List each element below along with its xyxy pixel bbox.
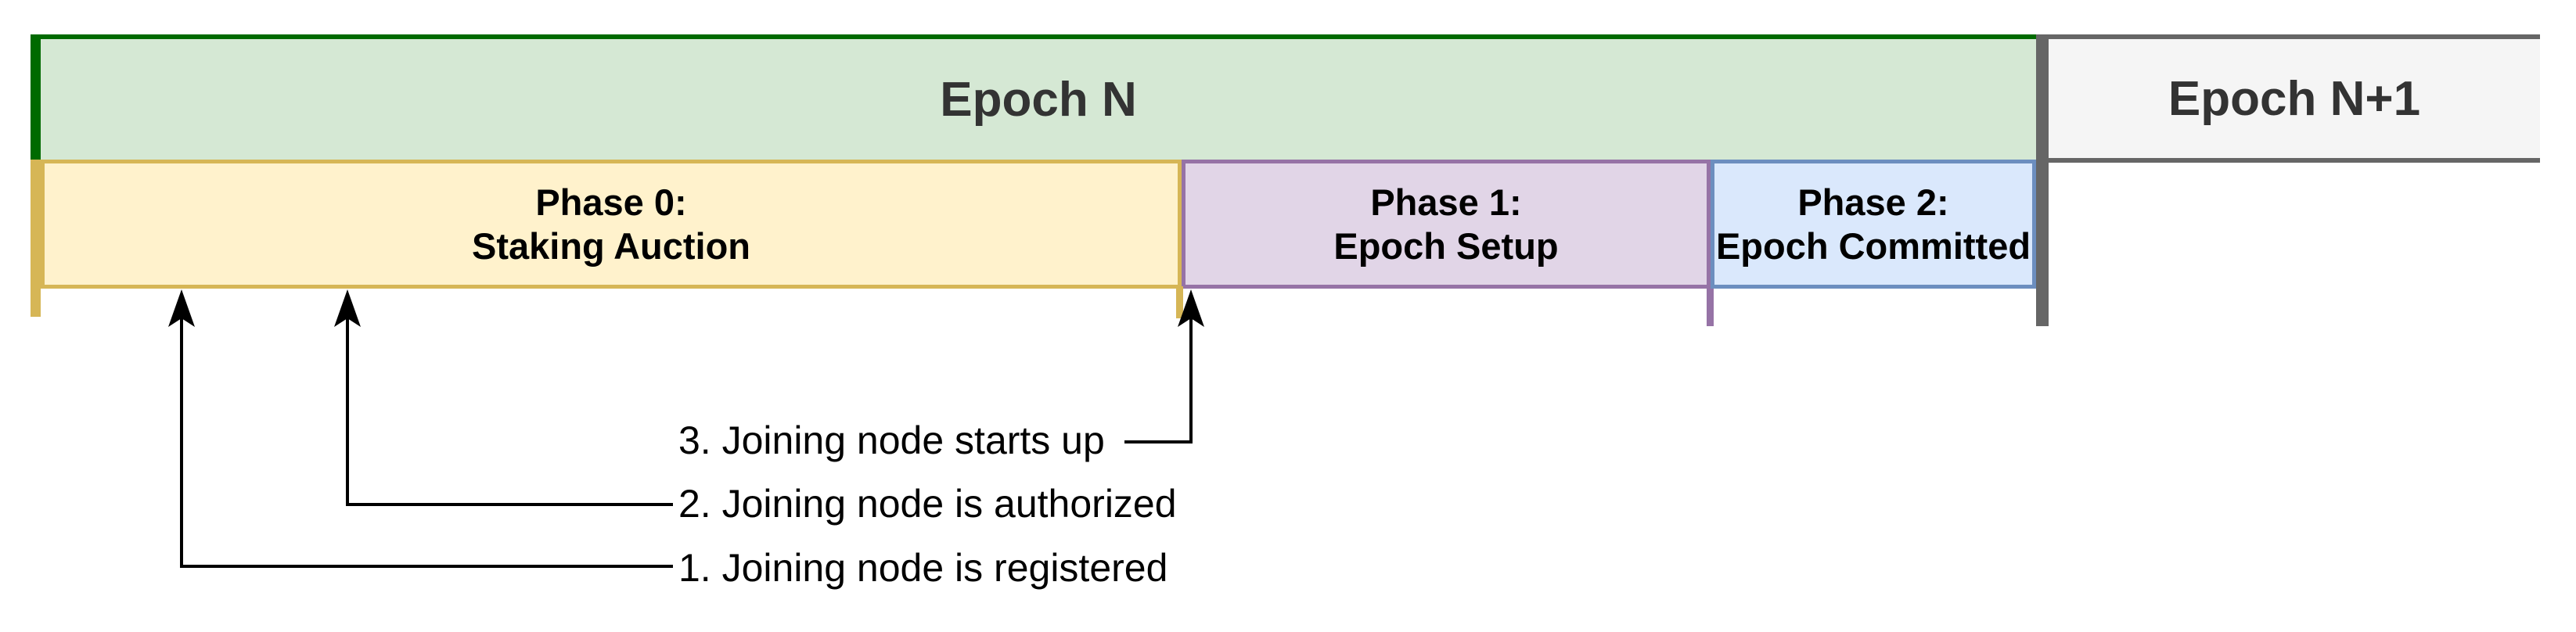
arrow-up-icon xyxy=(1178,289,1204,327)
epoch-boundary-marker xyxy=(2036,34,2049,326)
phase-0-staking-auction-bar: Phase 0: Staking Auction xyxy=(41,160,1182,289)
arrow-2-connector-line xyxy=(347,503,673,506)
phase-1-epoch-setup-bar: Phase 1: Epoch Setup xyxy=(1182,160,1711,289)
annotation-node-authorized: 2. Joining node is authorized xyxy=(678,482,1177,526)
epoch-n1-bar: Epoch N+1 xyxy=(2049,34,2540,163)
annotation-node-starts-up: 3. Joining node starts up xyxy=(678,418,1105,462)
phase-1-subtitle: Epoch Setup xyxy=(1333,224,1559,267)
arrow-up-icon xyxy=(168,289,195,327)
epoch-n-bar: Epoch N xyxy=(41,34,2036,160)
arrow-3-shaft xyxy=(1189,317,1193,443)
epoch-n-start-boundary-marker xyxy=(31,34,41,160)
phase-1-end-boundary-tick xyxy=(1707,289,1714,326)
phase-0-start-boundary-marker xyxy=(31,160,41,317)
phase-0-title: Phase 0: xyxy=(535,181,687,223)
phase-2-subtitle: Epoch Committed xyxy=(1715,224,2031,267)
epoch-n-label: Epoch N xyxy=(940,72,1137,127)
phase-1-title: Phase 1: xyxy=(1370,181,1522,223)
phase-0-subtitle: Staking Auction xyxy=(472,224,750,267)
phase-2-title: Phase 2: xyxy=(1797,181,1949,223)
annotation-node-registered: 1. Joining node is registered xyxy=(678,546,1168,590)
phase-0-end-boundary-tick xyxy=(1176,286,1183,318)
arrow-2-shaft xyxy=(346,317,349,506)
epoch-n1-label: Epoch N+1 xyxy=(2168,71,2421,126)
phase-2-epoch-committed-bar: Phase 2: Epoch Committed xyxy=(1711,160,2036,289)
arrow-1-shaft xyxy=(180,317,183,568)
arrow-up-icon xyxy=(334,289,361,327)
arrow-1-connector-line xyxy=(182,565,673,568)
arrow-3-connector-line xyxy=(1124,440,1193,443)
